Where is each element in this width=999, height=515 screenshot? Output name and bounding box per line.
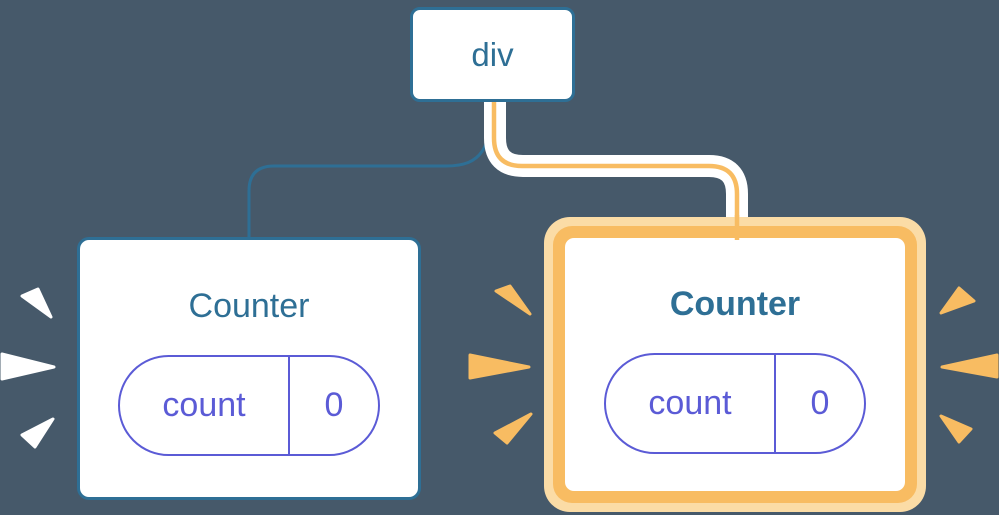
burst-ray-icon bbox=[20, 417, 55, 449]
orange-burst-rays-right-icon bbox=[939, 286, 999, 444]
state-value: 0 bbox=[288, 357, 378, 454]
state-pill: count 0 bbox=[604, 353, 866, 454]
white-burst-rays-icon bbox=[0, 287, 56, 449]
burst-ray-icon bbox=[940, 353, 999, 379]
orange-burst-rays-left-icon bbox=[468, 284, 533, 445]
burst-ray-icon bbox=[494, 284, 532, 316]
root-node-label: div bbox=[471, 35, 514, 73]
counter-card-right: Counter count 0 bbox=[565, 238, 905, 491]
burst-ray-icon bbox=[939, 414, 973, 444]
counter-card-right-highlight-ring: Counter count 0 bbox=[544, 217, 926, 512]
state-value: 0 bbox=[774, 355, 864, 452]
state-name: count bbox=[162, 386, 246, 424]
burst-ray-icon bbox=[20, 287, 53, 319]
counter-card-right-orange-ring: Counter count 0 bbox=[553, 226, 917, 503]
burst-ray-icon bbox=[0, 352, 56, 381]
counter-title: Counter bbox=[188, 287, 310, 325]
state-name: count bbox=[648, 384, 732, 422]
root-node-div: div bbox=[410, 7, 575, 102]
burst-ray-icon bbox=[493, 412, 533, 445]
edge-root-to-right-counter-casing bbox=[484, 95, 748, 226]
counter-card-left: Counter count 0 bbox=[77, 237, 421, 500]
edge-root-to-right-counter bbox=[491, 95, 740, 228]
edge-root-to-left-counter bbox=[247, 101, 494, 240]
state-pill: count 0 bbox=[118, 355, 380, 456]
burst-ray-icon bbox=[939, 286, 976, 315]
counter-title: Counter bbox=[669, 285, 801, 323]
burst-ray-icon bbox=[468, 353, 531, 380]
